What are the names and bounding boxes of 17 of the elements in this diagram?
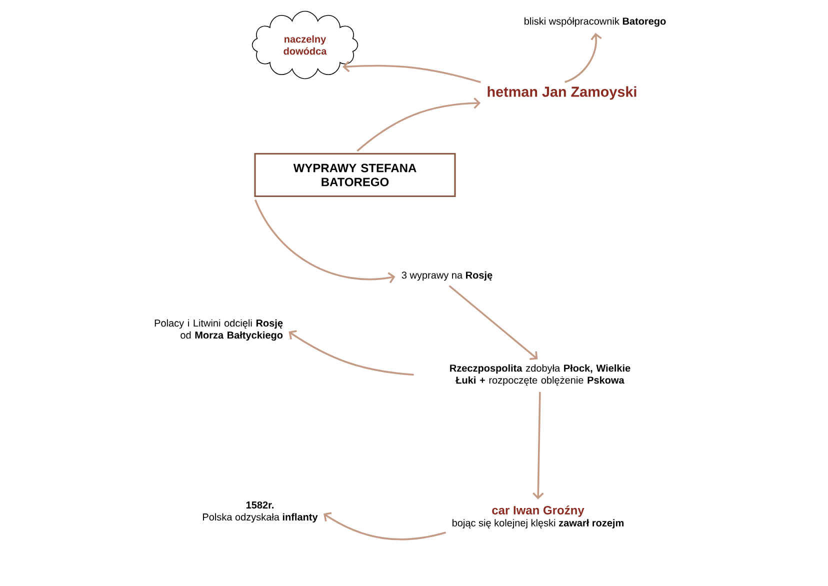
topic-text: 3 wyprawy na Rosję (402, 271, 492, 281)
arrow (342, 60, 481, 84)
note-text: bliski współpracownik Batorego (524, 17, 666, 27)
event-text: car Iwan Groźny bojąc się kolejnej klęski zawarł rozejm (452, 506, 624, 528)
arrow (254, 199, 396, 284)
arrow (532, 392, 544, 500)
arrow (288, 330, 414, 376)
arrow (324, 512, 446, 540)
title-box: WYPRAWY STEFANA BATOREGO (254, 152, 456, 198)
result-text: 1582r. Polska odzyskała inflanty (203, 501, 318, 523)
arrow (564, 32, 602, 83)
cloud-bubble: naczelny dowódca (252, 10, 358, 80)
arrow (448, 285, 538, 360)
person-name: hetman Jan Zamoyski (488, 86, 636, 100)
event-text: Rzeczpospolita zdobyła Płock, Wielkie Łuki + rozpoczęte oblężenie Pskowa (450, 364, 630, 386)
note-text: Polacy i Litwini odcięli Rosję od Morza Bałtyckiego (154, 319, 283, 341)
arrow (356, 97, 481, 152)
